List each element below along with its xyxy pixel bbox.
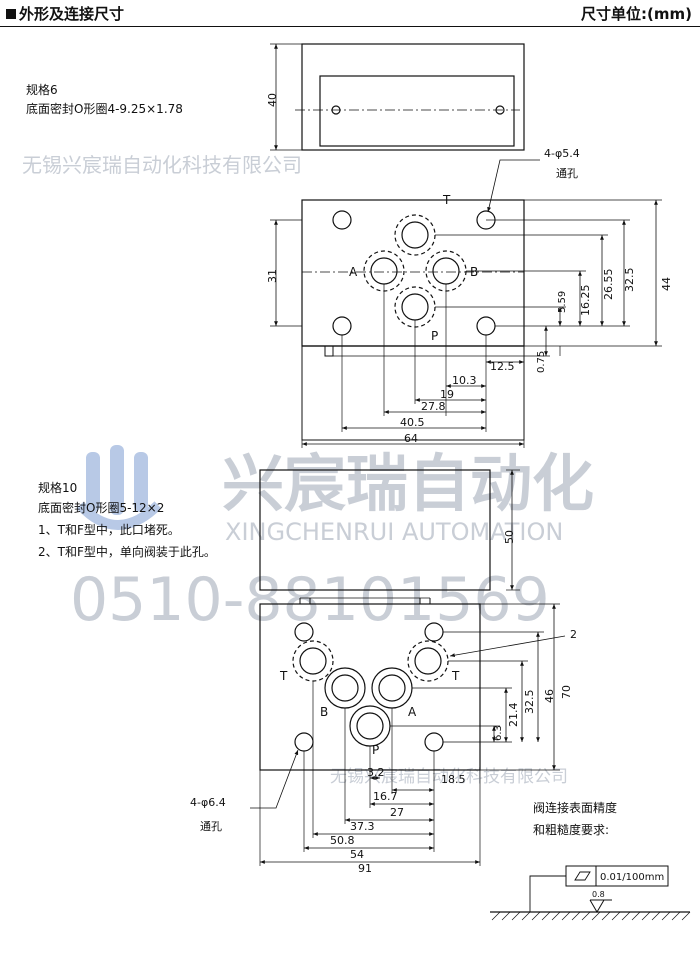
spec10-label-B: B	[320, 705, 328, 719]
spec10-label-P: P	[372, 743, 379, 757]
flatness-frame	[565, 865, 669, 887]
dim-12-5: 12.5	[490, 360, 515, 373]
spec6-label-P: P	[431, 329, 438, 343]
dim-26-55: 26.55	[602, 269, 615, 301]
spec10-port-T2-seal	[407, 640, 449, 682]
header-title: 外形及连接尺寸	[19, 5, 125, 23]
spec10-label-T2: T	[451, 669, 460, 683]
dim-32-5: 32.5	[623, 268, 636, 293]
dim-0-75: 0.75	[536, 351, 547, 373]
spec10-hole-4	[424, 732, 444, 752]
watermark: 无锡兴宸瑞自动化科技有限公司 兴宸瑞自动化 XINGCHENRUI AUTOMA…	[22, 153, 594, 787]
surface-line2: 和粗糙度要求:	[533, 822, 609, 837]
dim10-16-7: 16.7	[373, 790, 398, 803]
spec10-port-T2	[414, 647, 442, 675]
flatness-icon	[574, 871, 591, 881]
page-header: 外形及连接尺寸 尺寸单位:(mm)	[0, 0, 700, 27]
spec10-seal: 底面密封O形圈5-12×2	[38, 501, 165, 515]
spec6-port-P	[401, 293, 429, 321]
dim-64: 64	[404, 432, 418, 445]
spec10-port-A	[378, 674, 406, 702]
spec10-port-T1	[299, 647, 327, 675]
dim-16-25: 16.25	[579, 285, 592, 317]
dim10-70: 70	[560, 685, 573, 699]
spec6-hole-3	[332, 316, 352, 336]
dim-19: 19	[440, 388, 454, 401]
watermark-logo	[76, 445, 162, 530]
spec10-port-A-outer	[371, 667, 413, 709]
spec6-title: 规格6	[26, 83, 58, 97]
dim-27-8: 27.8	[421, 400, 446, 413]
dim10-54: 54	[350, 848, 364, 861]
dim10-18-5: 18.5	[441, 773, 466, 786]
watermark-brand-en: XINGCHENRUI AUTOMATION	[225, 518, 563, 546]
spec6-holes-label: 4-φ5.4	[544, 147, 580, 160]
spec10-port-P-outer	[349, 705, 391, 747]
dim10-37-3: 37.3	[350, 820, 375, 833]
roughness-symbol-icon	[589, 899, 612, 913]
dim-31: 31	[266, 269, 279, 283]
spec6-thru-label: 通孔	[556, 167, 578, 180]
spec10-ports	[292, 640, 449, 747]
header-unit: 尺寸单位:(mm)	[581, 5, 692, 23]
spec10-holes-label: 4-φ6.4	[190, 796, 226, 809]
flatness-value: 0.01/100mm	[600, 872, 664, 883]
dim10-50: 50	[503, 530, 516, 544]
spec6-label-B: B	[470, 265, 478, 279]
dim10-6-3: 6.3	[493, 725, 504, 741]
spec6-port-B	[432, 257, 460, 285]
spec10-note-1: 1、T和F型中，此口堵死。	[38, 523, 180, 537]
dim-5-59: 5.59	[557, 291, 568, 313]
spec10-port-B	[331, 674, 359, 702]
dim-40-5: 40.5	[400, 416, 425, 429]
spec6-top-window	[319, 75, 515, 147]
spec6-hole-1	[332, 210, 352, 230]
spec6-port-T-seal	[394, 214, 436, 256]
spec10-callout: 2	[570, 628, 577, 641]
spec10-port-P	[356, 712, 384, 740]
spec6-port-A	[370, 257, 398, 285]
spec10-hole-3	[294, 732, 314, 752]
dim-40: 40	[266, 93, 279, 107]
spec6-seal: 底面密封O形圈4-9.25×1.78	[26, 102, 183, 116]
dim-10-3: 10.3	[452, 374, 477, 387]
dim10-46: 46	[543, 689, 556, 703]
spec6-top-body	[301, 43, 525, 151]
watermark-company: 无锡兴宸瑞自动化科技有限公司	[22, 153, 302, 177]
spec6-label-T: T	[442, 193, 451, 207]
dim-44: 44	[660, 277, 673, 291]
spec6-ports	[363, 214, 467, 328]
spec10-note-2: 2、T和F型中，单向阀装于此孔。	[38, 545, 216, 559]
spec6-label-A: A	[349, 265, 358, 279]
watermark-brand: 兴宸瑞自动化	[222, 447, 594, 520]
spec10-label-T1: T	[279, 669, 288, 683]
dim10-91: 91	[358, 862, 372, 875]
square-bullet-icon	[6, 9, 16, 19]
spec10-title: 规格10	[38, 481, 78, 495]
spec10-thru-label: 通孔	[200, 820, 222, 833]
spec10-port-T1-seal	[292, 640, 334, 682]
spec10-hole-1	[294, 622, 314, 642]
spec6-hole-4	[476, 316, 496, 336]
spec10-label-A: A	[408, 705, 417, 719]
dim10-21-4: 21.4	[507, 703, 520, 728]
dim10-50-8: 50.8	[330, 834, 355, 847]
dim10-3-2: 3.2	[367, 766, 385, 779]
spec6-port-T	[401, 221, 429, 249]
dim10-27: 27	[390, 806, 404, 819]
watermark-company-2: 无锡兴宸瑞自动化科技有限公司	[330, 767, 568, 787]
dim10-32-5: 32.5	[523, 690, 536, 715]
spec10-port-B-outer	[324, 667, 366, 709]
spec10-top-body	[259, 469, 491, 591]
roughness-value: 0.8	[592, 890, 605, 899]
surface-line1: 阀连接表面精度	[533, 800, 617, 815]
